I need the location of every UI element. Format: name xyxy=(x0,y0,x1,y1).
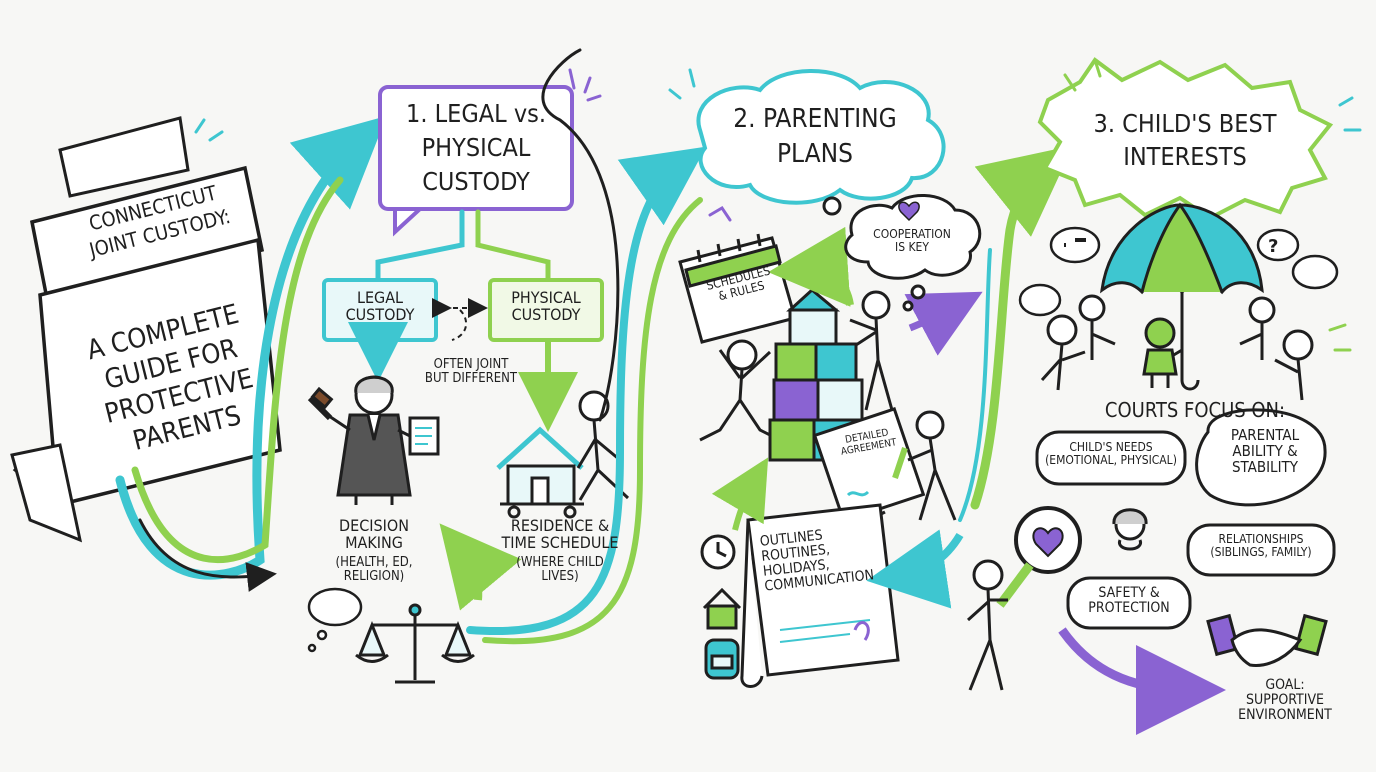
physical-caption-detail: (WHERE CHILD LIVES) xyxy=(516,555,604,585)
outlines-scroll xyxy=(740,503,900,688)
physical-caption-main: RESIDENCE & TIME SCHEDULE xyxy=(501,516,619,553)
legal-caption-main: DECISION MAKING xyxy=(339,516,409,553)
note-pointer xyxy=(451,309,468,341)
title-banner xyxy=(10,116,282,543)
section1-to-section2-arrows xyxy=(466,48,707,645)
scales-of-justice-icon xyxy=(355,603,475,684)
cooperation-cloud xyxy=(822,194,982,312)
often-joint-note: OFTEN JOINT BUT DIFFERENT xyxy=(424,357,518,387)
section2-heading-line2: PLANS xyxy=(776,139,854,169)
physical-custody-label: PHYSICAL CUSTODY xyxy=(511,288,581,325)
handshake-icon xyxy=(1206,613,1328,667)
lime-arrow-up-left xyxy=(711,457,769,531)
home-icon xyxy=(702,587,742,630)
purple-goal-arrow xyxy=(1058,627,1226,735)
section1-heading-line1: 1. LEGAL vs. xyxy=(406,99,546,128)
magnifying-glass-icon xyxy=(996,506,1082,608)
focus-bubbles xyxy=(1035,408,1336,630)
clock-icon xyxy=(700,534,736,570)
relationships-text: RELATIONSHIPS (SIBLINGS, FAMILY) xyxy=(1210,532,1312,559)
section3-heading-burst xyxy=(1037,57,1334,221)
backpack-icon xyxy=(704,638,740,680)
builder-person xyxy=(849,290,894,411)
courts-focus-title: COURTS FOCUS ON: xyxy=(1104,398,1286,422)
banner-swoosh-arrows xyxy=(115,115,387,592)
section3-heading-line2: INTERESTS xyxy=(1123,142,1247,171)
parental-ability-text: PARENTAL ABILITY & STABILITY xyxy=(1230,426,1300,477)
house-figure xyxy=(496,390,630,519)
legal-caption-detail: (HEALTH, ED, RELIGION) xyxy=(335,555,413,585)
thought-bubble-icon xyxy=(307,587,363,653)
umbrella-icon xyxy=(1100,202,1264,391)
section1-heading-bubble xyxy=(378,85,574,237)
decorative-sparks xyxy=(194,58,1362,352)
section2-to-section3-arrows xyxy=(958,145,1074,522)
people-group xyxy=(1040,294,1314,401)
cooperation-label: COOPERATION IS KEY xyxy=(873,227,951,254)
safety-text: SAFETY & PROTECTION xyxy=(1088,585,1170,617)
lime-up-arrow xyxy=(439,523,522,611)
teal-curved-arrow-left xyxy=(866,529,964,609)
lime-curved-arrow xyxy=(768,226,854,307)
child-figure xyxy=(1142,317,1183,388)
writer-person xyxy=(892,410,957,521)
speech-bubble-icons xyxy=(1018,226,1339,317)
person-with-magnifier xyxy=(966,559,1008,691)
section1-heading-line3: CUSTODY xyxy=(422,167,530,196)
section2-heading-line1: 2. PARENTING xyxy=(733,104,897,134)
childs-needs-text: CHILD'S NEEDS (EMOTIONAL, PHYSICAL) xyxy=(1045,440,1177,467)
custody-tree-lines xyxy=(375,209,551,283)
section1-heading-line2: PHYSICAL xyxy=(421,133,531,162)
physical-custody-box xyxy=(488,278,604,342)
section3-heading-line1: 3. CHILD'S BEST xyxy=(1093,109,1277,138)
purple-arrow xyxy=(904,291,983,356)
goal-text: GOAL: SUPPORTIVE ENVIRONMENT xyxy=(1238,677,1332,724)
section2-heading-cloud xyxy=(696,69,946,205)
legal-custody-label: LEGAL CUSTODY xyxy=(345,288,415,325)
heart-icon xyxy=(898,201,920,222)
woman-figure xyxy=(1112,508,1148,551)
question-mark-icon: ? xyxy=(1268,236,1278,257)
judge-figure xyxy=(307,375,440,505)
